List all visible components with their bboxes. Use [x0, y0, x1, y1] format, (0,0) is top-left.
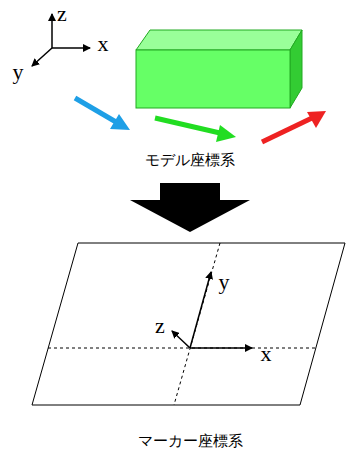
marker-plane [32, 243, 345, 405]
axis-label: x [98, 33, 109, 55]
axis-label: z [155, 315, 165, 337]
marker-axes [172, 272, 252, 348]
caption-text: マーカー座標系 [138, 434, 243, 449]
motion-arrows [75, 98, 326, 142]
axis-label: y [219, 271, 230, 293]
axis-label: y [13, 61, 24, 83]
green-cuboid [136, 30, 302, 108]
axis-label: z [57, 3, 67, 25]
transform-arrow [130, 183, 250, 232]
caption-text: モデル座標系 [145, 153, 235, 168]
axis-label: x [261, 343, 272, 365]
